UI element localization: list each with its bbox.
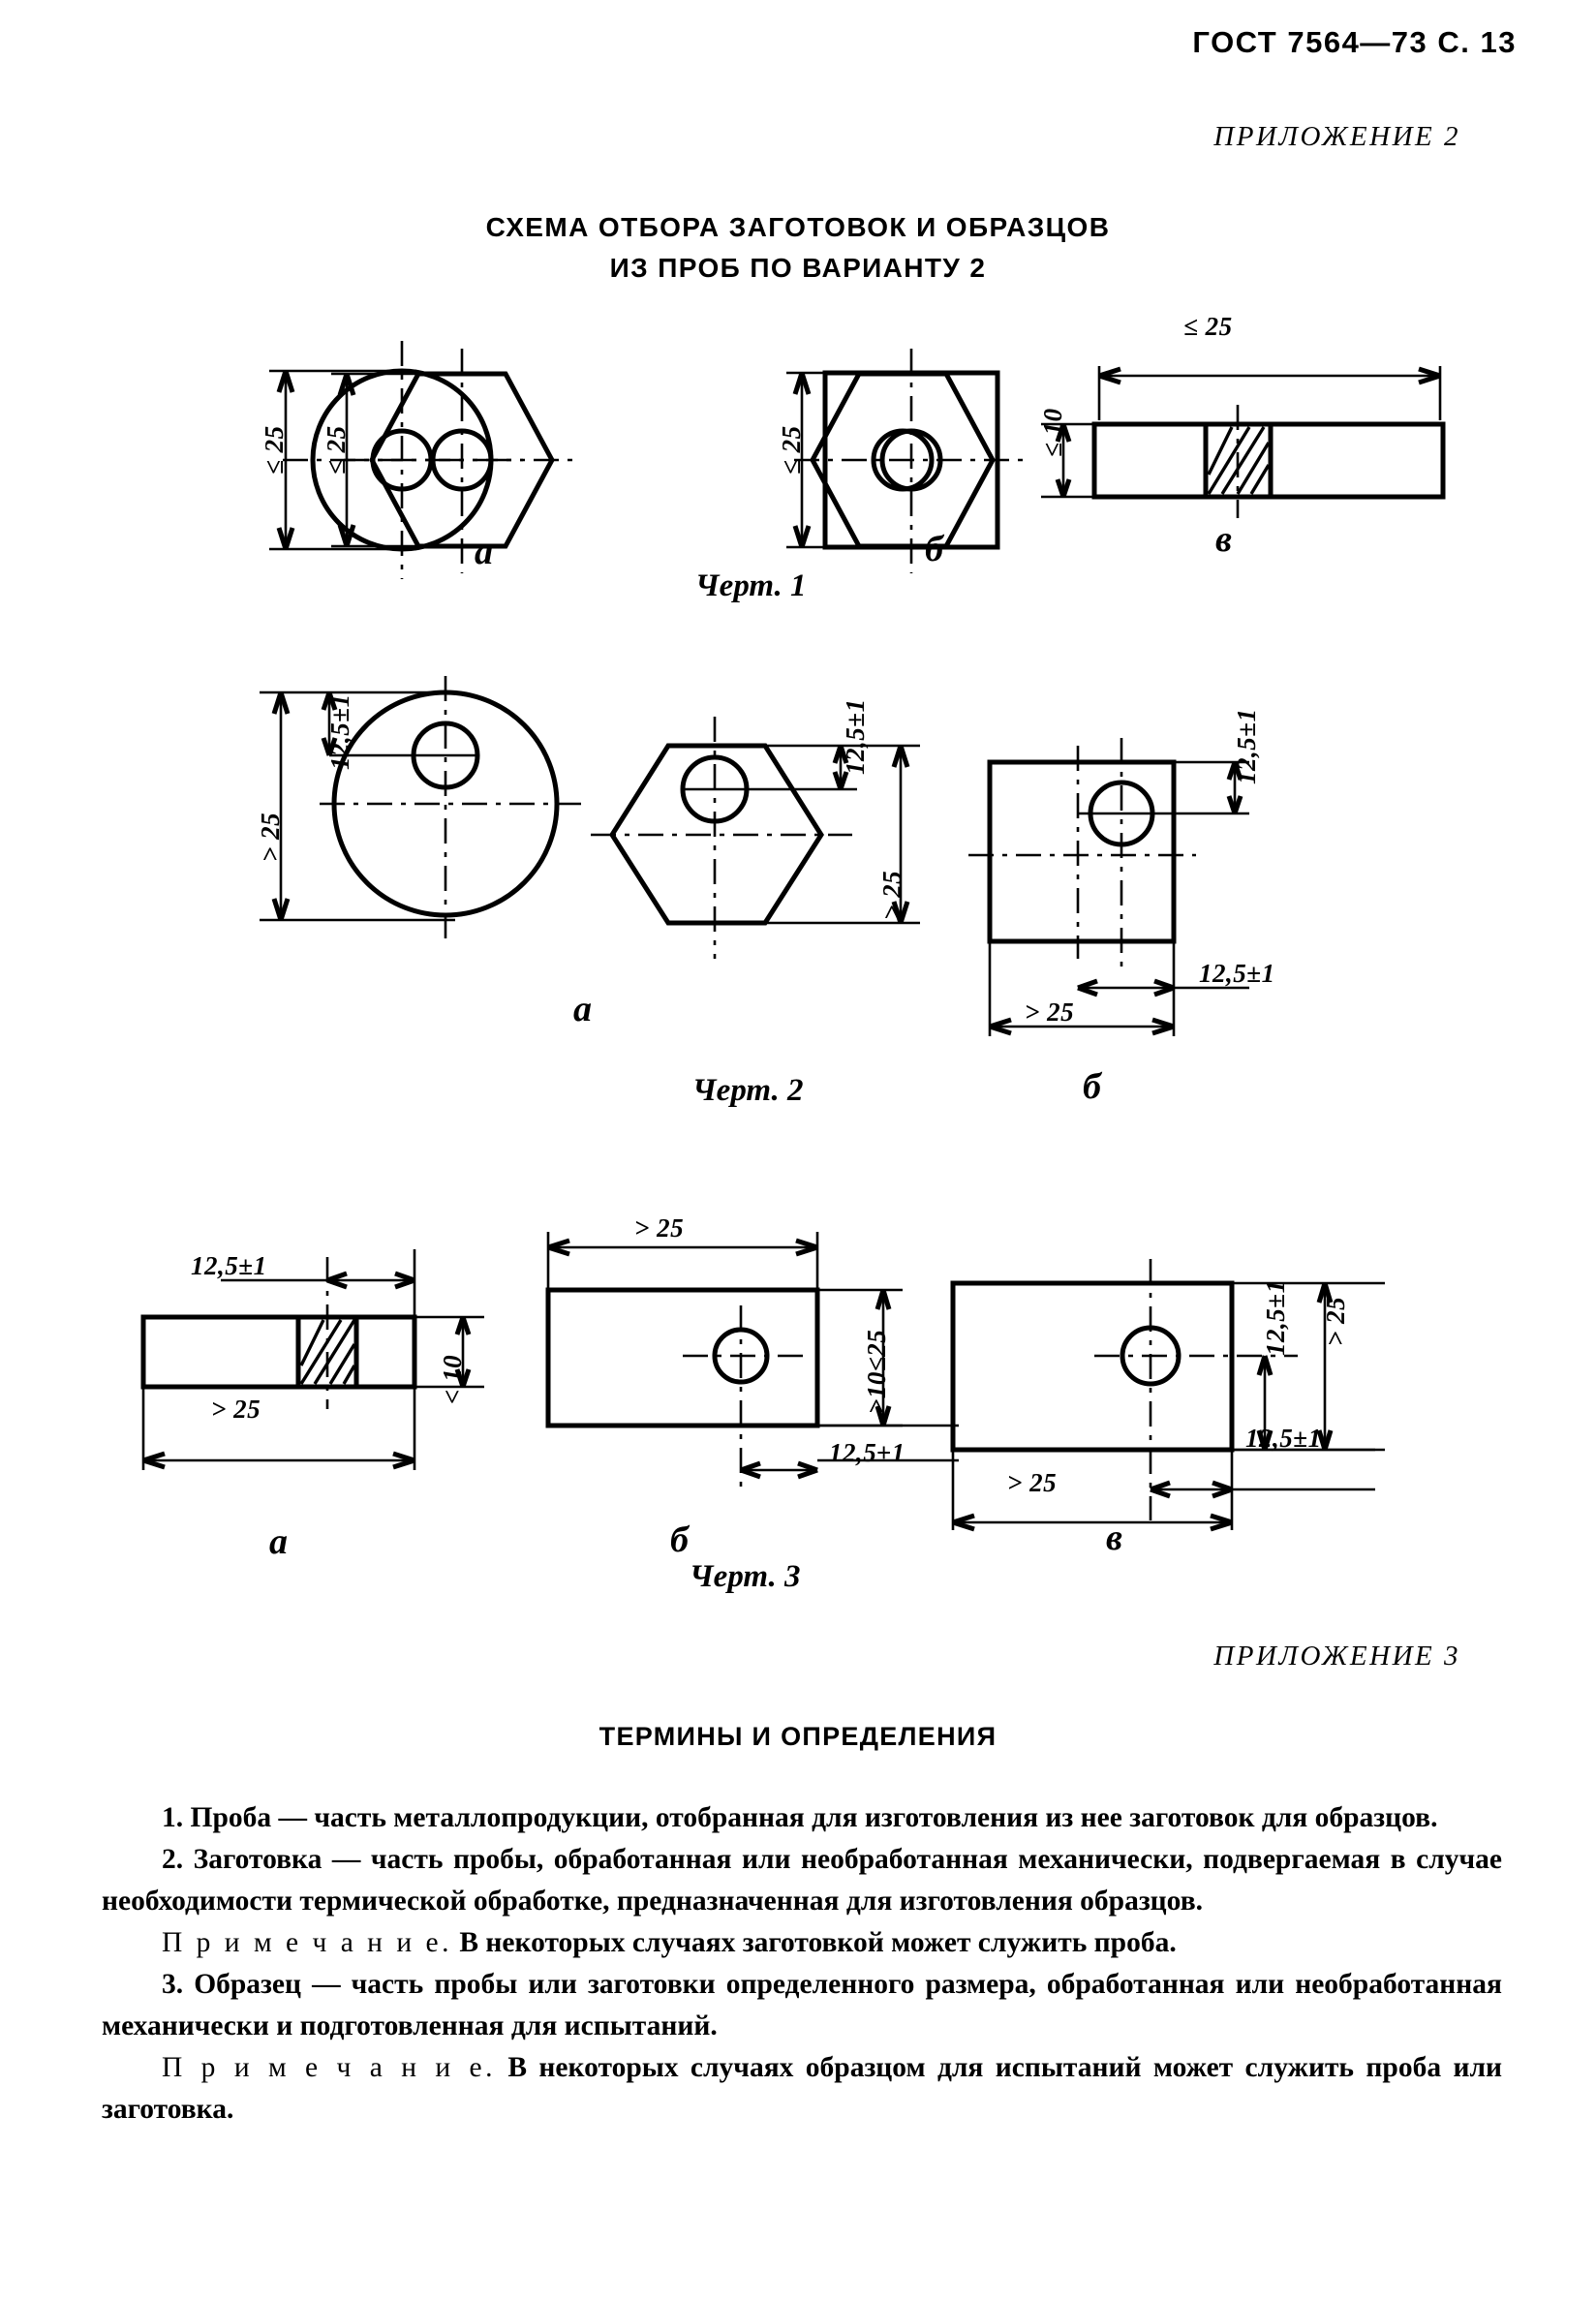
standard-reference-header: ГОСТ 7564—73 С. 13 [1192, 25, 1517, 59]
fig2-dim-b-tol-vert: 12,5±1 [1232, 708, 1261, 784]
term-1-text: — часть металлопродукции, отобранная для… [271, 1802, 1438, 1833]
fig2-dim-a-tol: 12,5±1 [325, 693, 354, 770]
fig2-hexagon-section [591, 717, 920, 959]
fig3-part-label-b: б [670, 1519, 689, 1560]
term-item-1: 1. Проба — часть металлопродукции, отобр… [102, 1797, 1502, 1839]
fig1-part-label-a: а [475, 532, 493, 572]
fig2-dim-b-gt25: > 25 [1025, 997, 1075, 1027]
figure-1-drawing [269, 341, 1446, 579]
appendix-3-label: ПРИЛОЖЕНИЕ 3 [1213, 1641, 1460, 1672]
term-item-3: 3. Образец — часть пробы или заготовки о… [102, 1964, 1502, 2047]
fig2-dim-a-gt25: > 25 [256, 812, 285, 862]
fig2-part-label-a: а [573, 989, 592, 1029]
note-1-text: В некоторых случаях заготовкой может слу… [451, 1927, 1177, 1958]
fig1-dim-hex-le25: ≤ 25 [322, 425, 351, 475]
fig1-square-section [786, 349, 1028, 573]
term-2-number: 2. [162, 1844, 194, 1875]
fig2-dim-b-tol-horiz: 12,5±1 [1199, 959, 1275, 988]
fig1-dim-v-le10: ≤ 10 [1038, 408, 1067, 457]
scheme-title-line-1: СХЕМА ОТБОРА ЗАГОТОВОК И ОБРАЗЦОВ [485, 212, 1111, 242]
fig3-dim-a-gt25: > 25 [211, 1395, 261, 1424]
term-2-name: Заготовка [193, 1844, 322, 1875]
fig3-thin-bar [140, 1249, 484, 1470]
fig2-dim-hex-gt25: > 25 [877, 870, 906, 920]
figure-3-drawing [140, 1232, 1385, 1532]
scheme-title: СХЕМА ОТБОРА ЗАГОТОВОК И ОБРАЗЦОВ ИЗ ПРО… [0, 207, 1596, 289]
fig2-dim-hex-tol: 12,5±1 [841, 698, 870, 775]
fig1-dim-a-le25: ≤ 25 [260, 425, 289, 475]
fig3-dim-b-tol: 12,5±1 [829, 1438, 905, 1467]
figure-2-caption: Черт. 2 [692, 1073, 804, 1108]
figure-2-drawing [260, 676, 1249, 1036]
fig3-part-label-v: в [1106, 1518, 1122, 1558]
fig2-round-section [260, 676, 581, 939]
term-1-number: 1. [162, 1802, 191, 1833]
term-3-text: — часть пробы или заготовки определенног… [102, 1969, 1502, 2041]
note-2-word: П р и м е ч а н и е. [162, 2052, 496, 2083]
fig3-dim-v-tol-vert: 12,5±1 [1261, 1279, 1290, 1356]
fig3-dim-v-gt25-horiz: > 25 [1007, 1468, 1058, 1497]
note-2-text: В некоторых случаях образцом для испытан… [102, 2052, 1502, 2125]
term-3-number: 3. [162, 1969, 195, 2000]
appendix-2-label: ПРИЛОЖЕНИЕ 2 [1213, 121, 1460, 152]
note-1-word: П р и м е ч а н и е. [162, 1927, 452, 1958]
fig1-dim-v-le25: ≤ 25 [1183, 312, 1233, 341]
fig1-part-label-b: б [925, 529, 943, 569]
term-note-2: П р и м е ч а н и е. В некоторых случаях… [102, 2047, 1502, 2131]
fig2-part-label-b: б [1083, 1066, 1101, 1107]
fig1-flat-bar [1041, 366, 1446, 518]
term-note-1: П р и м е ч а н и е. В некоторых случаях… [102, 1922, 1502, 1964]
terms-and-definitions-title: ТЕРМИНЫ И ОПРЕДЕЛЕНИЯ [598, 1722, 998, 1751]
fig3-dim-v-gt25-vert: > 25 [1321, 1296, 1350, 1346]
terms-and-definitions-body: 1. Проба — часть металлопродукции, отобр… [102, 1797, 1502, 2131]
term-2-text: — часть пробы, обработанная или необрабо… [102, 1844, 1502, 1917]
term-item-2: 2. Заготовка — часть пробы, обработанная… [102, 1839, 1502, 1922]
fig3-dim-b-gt10le25: >10≤25 [862, 1329, 891, 1414]
fig3-dim-v-tol-horiz: 12,5±1 [1245, 1424, 1322, 1453]
fig2-square-section [968, 738, 1249, 1036]
term-3-name: Образец [194, 1969, 302, 2000]
fig3-dim-a-tol: 12,5±1 [191, 1251, 267, 1280]
fig3-dim-b-gt25: > 25 [634, 1213, 685, 1243]
fig1-part-label-v: в [1215, 519, 1232, 560]
fig1-dim-b-le25: ≤ 25 [777, 425, 806, 475]
scheme-title-line-2: ИЗ ПРОБ ПО ВАРИАНТУ 2 [609, 253, 987, 283]
figure-3-caption: Черт. 3 [690, 1559, 801, 1594]
fig3-thick-bar [950, 1259, 1385, 1532]
fig3-dim-a-lt10: < 10 [438, 1354, 467, 1404]
term-1-name: Проба [190, 1802, 272, 1833]
fig3-part-label-a: а [269, 1521, 288, 1562]
figure-1-caption: Черт. 1 [695, 568, 807, 603]
